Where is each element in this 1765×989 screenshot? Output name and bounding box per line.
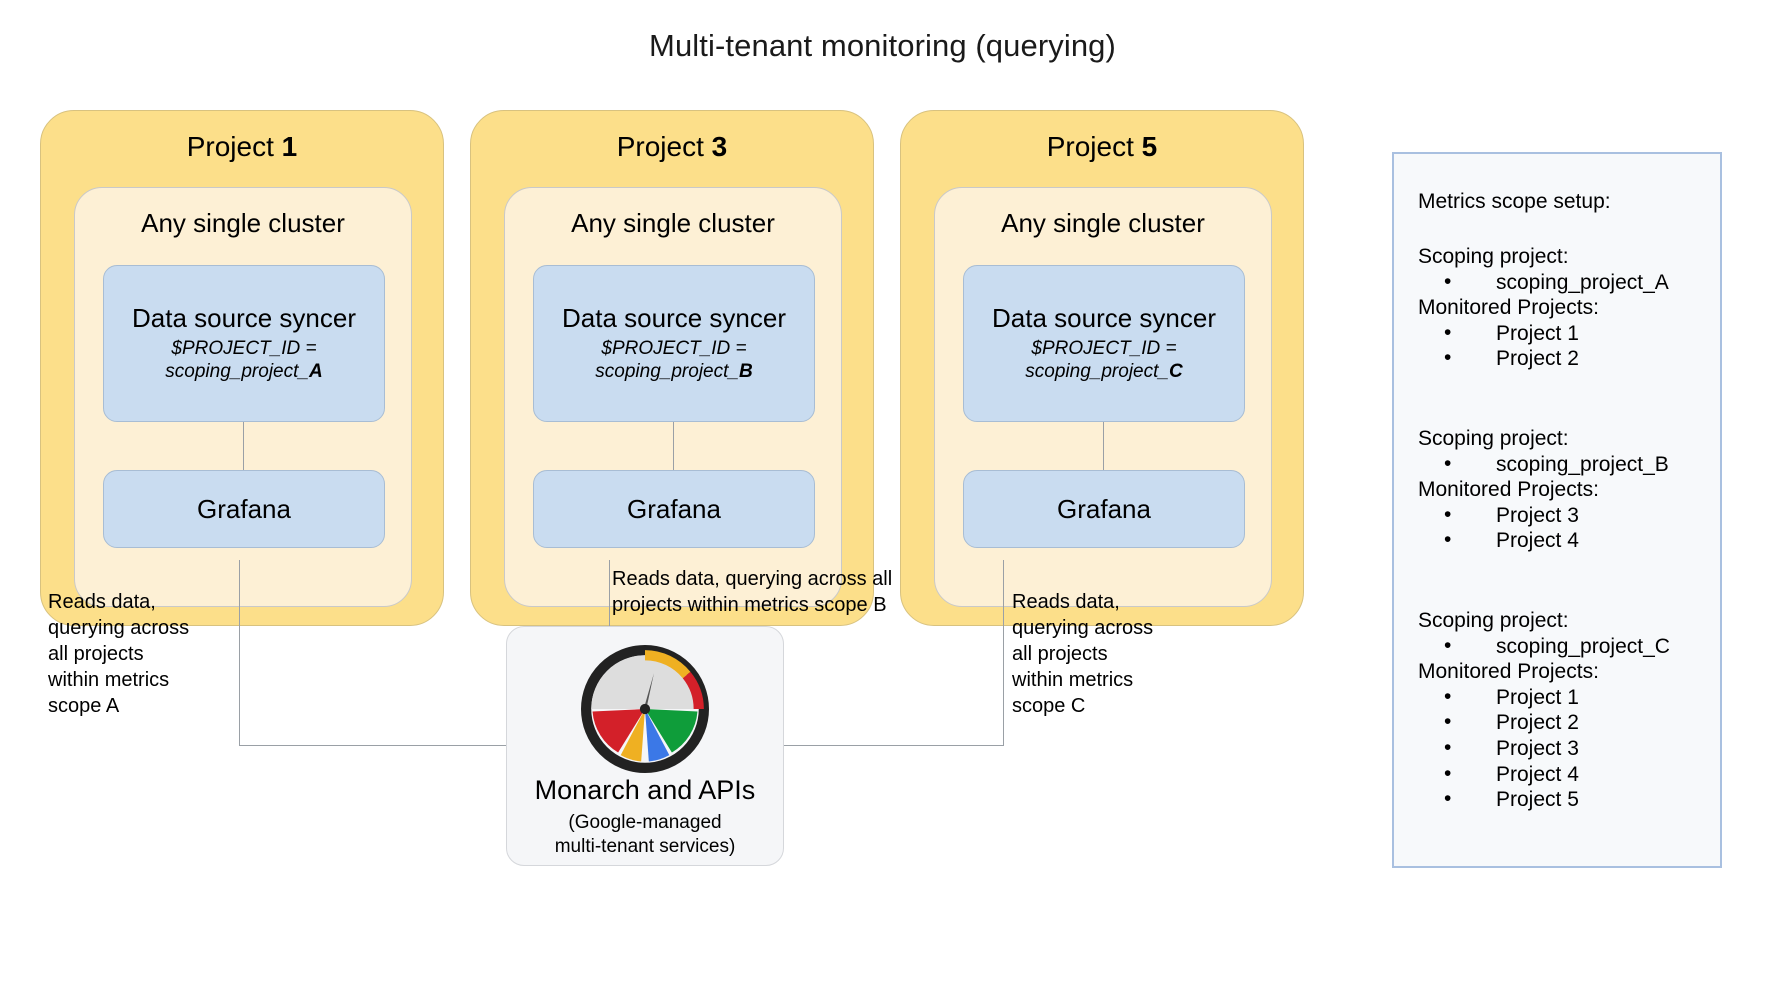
project-title-3: Project 3 — [471, 131, 873, 163]
monitored-projects-label-b: Monitored Projects: — [1418, 478, 1599, 502]
syncer-title-5: Data source syncer — [992, 302, 1216, 333]
syncer-variable-suffix-1: A — [308, 360, 323, 382]
syncer-variable-suffix-5: C — [1168, 360, 1183, 382]
syncer-grafana-connector-1 — [243, 422, 244, 470]
hub-subtitle: (Google-managed multi-tenant services) — [554, 812, 736, 857]
syncer-variable-prefix-5: $PROJECT_ID = scoping_project_ — [1025, 337, 1177, 382]
project-card-5: Project 5 Any single cluster Data source… — [900, 110, 1304, 626]
monitored-projects-label-a: Monitored Projects: — [1418, 296, 1599, 320]
metrics-scope-panel: Metrics scope setup: Scoping project: sc… — [1392, 152, 1722, 868]
list-item: Project 3 — [1418, 735, 1708, 762]
project-title-number: 5 — [1141, 131, 1158, 162]
list-item: scoping_project_A — [1418, 269, 1708, 296]
syncer-grafana-connector-3 — [673, 422, 674, 470]
syncer-variable-5: $PROJECT_ID = scoping_project_C — [964, 338, 1244, 384]
connector-project1-to-hub-horizontal — [239, 745, 507, 746]
scope-group-c: Scoping project: scoping_project_C Monit… — [1418, 608, 1708, 813]
cluster-label-1: Any single cluster — [141, 208, 345, 238]
scope-group-b: Scoping project: scoping_project_B Monit… — [1418, 426, 1708, 554]
list-item: Project 4 — [1418, 761, 1708, 788]
list-item: scoping_project_B — [1418, 451, 1708, 478]
page-title: Multi-tenant monitoring (querying) — [649, 28, 1116, 63]
syncer-variable-1: $PROJECT_ID = scoping_project_A — [104, 338, 384, 384]
scoping-project-list-a: scoping_project_A — [1418, 269, 1708, 296]
grafana-box-1: Grafana — [103, 470, 385, 548]
project-title-number: 1 — [281, 131, 298, 162]
syncer-variable-prefix-3: $PROJECT_ID = scoping_project_ — [595, 337, 747, 382]
cluster-box-5: Any single cluster Data source syncer $P… — [934, 187, 1272, 607]
list-item: Project 4 — [1418, 527, 1708, 554]
gauge-icon — [581, 645, 709, 773]
monarch-hub-card: Monarch and APIs (Google-managed multi-t… — [506, 626, 784, 866]
list-item: Project 3 — [1418, 502, 1708, 529]
project-card-1: Project 1 Any single cluster Data source… — [40, 110, 444, 626]
hub-title: Monarch and APIs — [534, 775, 756, 805]
scope-group-a: Scoping project: scoping_project_A Monit… — [1418, 244, 1708, 372]
annotation-scope-c: Reads data, querying across all projects… — [1012, 591, 1154, 717]
syncer-title-3: Data source syncer — [562, 302, 786, 333]
cluster-label-3: Any single cluster — [571, 208, 775, 238]
project-card-3: Project 3 Any single cluster Data source… — [470, 110, 874, 626]
scoping-project-list-c: scoping_project_C — [1418, 633, 1708, 660]
project-title-prefix: Project — [186, 131, 282, 162]
list-item: Project 2 — [1418, 345, 1708, 372]
scoping-project-label-b: Scoping project: — [1418, 427, 1569, 450]
cluster-label-5: Any single cluster — [1001, 208, 1205, 238]
project-title-1: Project 1 — [41, 131, 443, 163]
monitored-projects-list-b: Project 3 Project 4 — [1418, 502, 1708, 554]
monitored-projects-list-a: Project 1 Project 2 — [1418, 320, 1708, 372]
list-item: Project 1 — [1418, 684, 1708, 711]
data-source-syncer-3: Data source syncer $PROJECT_ID = scoping… — [533, 265, 815, 422]
list-item: Project 2 — [1418, 709, 1708, 736]
syncer-title-1: Data source syncer — [132, 302, 356, 333]
project-title-5: Project 5 — [901, 131, 1303, 163]
syncer-variable-prefix-1: $PROJECT_ID = scoping_project_ — [165, 337, 317, 382]
connector-project1-to-hub-vertical — [239, 560, 240, 746]
grafana-box-3: Grafana — [533, 470, 815, 548]
list-item: Project 5 — [1418, 786, 1708, 813]
project-title-prefix: Project — [616, 131, 712, 162]
annotation-scope-b: Reads data, querying across all projects… — [612, 568, 893, 616]
connector-project5-to-hub-vertical — [1003, 560, 1004, 746]
data-source-syncer-5: Data source syncer $PROJECT_ID = scoping… — [963, 265, 1245, 422]
connector-project5-to-hub-horizontal — [783, 745, 1004, 746]
monitored-projects-list-c: Project 1 Project 2 Project 3 Project 4 … — [1418, 684, 1708, 813]
scoping-project-label-a: Scoping project: — [1418, 245, 1569, 268]
metrics-scope-heading: Metrics scope setup: — [1418, 190, 1611, 213]
grafana-box-5: Grafana — [963, 470, 1245, 548]
monitored-projects-label-c: Monitored Projects: — [1418, 660, 1599, 684]
syncer-variable-suffix-3: B — [738, 360, 753, 382]
list-item: scoping_project_C — [1418, 633, 1708, 660]
project-title-prefix: Project — [1046, 131, 1142, 162]
cluster-box-3: Any single cluster Data source syncer $P… — [504, 187, 842, 607]
syncer-variable-3: $PROJECT_ID = scoping_project_B — [534, 338, 814, 384]
project-title-number: 3 — [711, 131, 728, 162]
cluster-box-1: Any single cluster Data source syncer $P… — [74, 187, 412, 607]
annotation-scope-a: Reads data, querying across all projects… — [48, 591, 190, 717]
connector-project3-to-hub-vertical — [609, 560, 610, 627]
syncer-grafana-connector-5 — [1103, 422, 1104, 470]
scoping-project-label-c: Scoping project: — [1418, 609, 1569, 632]
list-item: Project 1 — [1418, 320, 1708, 347]
scoping-project-list-b: scoping_project_B — [1418, 451, 1708, 478]
data-source-syncer-1: Data source syncer $PROJECT_ID = scoping… — [103, 265, 385, 422]
